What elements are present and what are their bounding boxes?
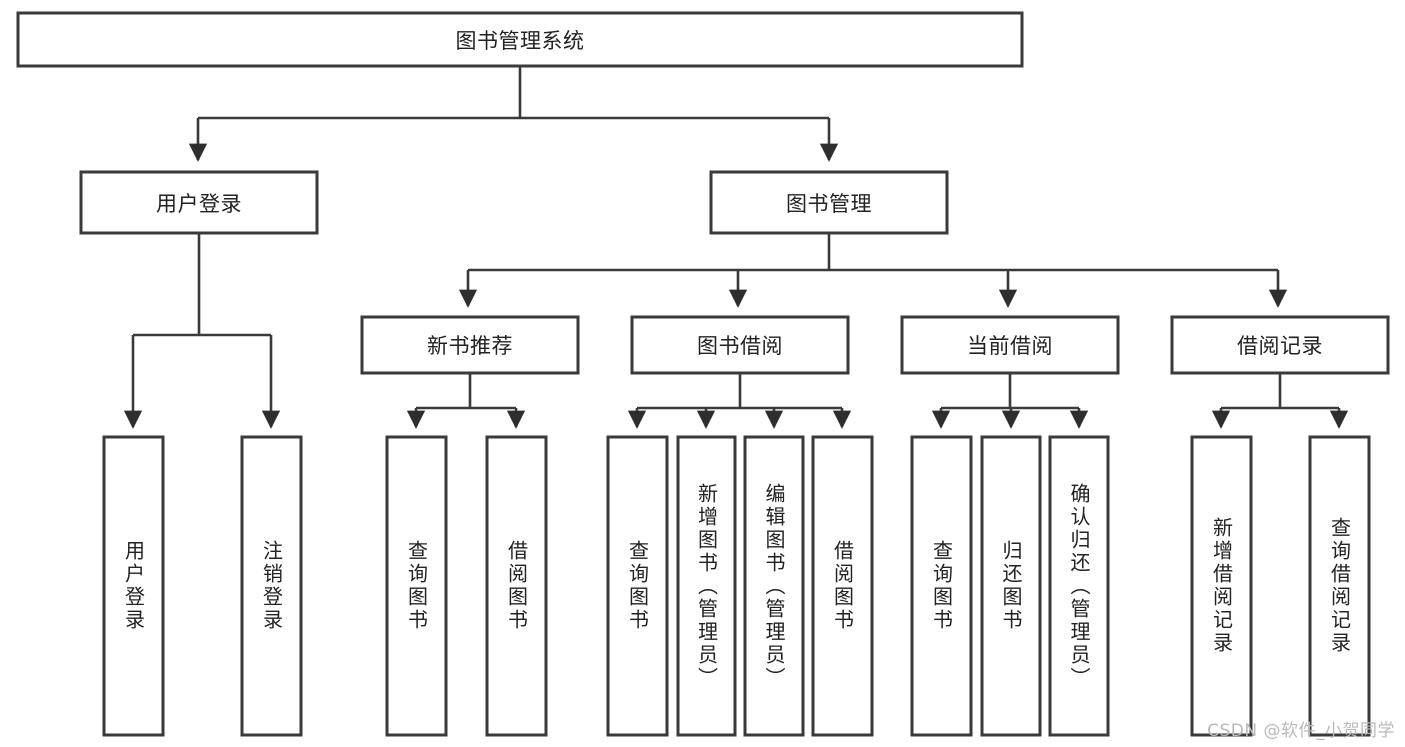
connector-root-to-level2 bbox=[188, 66, 839, 162]
node-box-leaf-query-book-2[interactable] bbox=[606, 435, 669, 737]
connector-book-manage-to-level3 bbox=[458, 233, 1288, 308]
csdn-watermark: CSDN @软件_小贺同学 bbox=[1207, 721, 1395, 741]
node-box-leaf-add-book[interactable] bbox=[676, 435, 737, 737]
node-box-leaf-borrow-book-1[interactable] bbox=[485, 435, 548, 737]
node-box-leaf-query-book-3[interactable] bbox=[910, 435, 973, 737]
node-box-leaf-add-record[interactable] bbox=[1190, 435, 1253, 737]
node-box-leaf-user-login[interactable] bbox=[102, 435, 165, 737]
node-box-root[interactable] bbox=[16, 11, 1024, 68]
node-box-leaf-borrow-book-2[interactable] bbox=[811, 435, 874, 737]
connector-new-book-rec-to-leaves bbox=[406, 373, 526, 429]
connector-current-borrow-to-leaves bbox=[931, 373, 1089, 429]
node-box-leaf-return-book[interactable] bbox=[980, 435, 1042, 737]
connector-book-borrow-to-leaves bbox=[627, 373, 852, 429]
node-box-borrow-record[interactable] bbox=[1170, 315, 1390, 375]
node-box-leaf-confirm-return[interactable] bbox=[1048, 435, 1110, 737]
node-box-book-borrow[interactable] bbox=[630, 315, 850, 375]
node-box-leaf-logout[interactable] bbox=[240, 435, 303, 737]
node-box-new-book-rec[interactable] bbox=[360, 315, 580, 375]
node-box-layer bbox=[16, 11, 1390, 737]
node-box-leaf-query-book-1[interactable] bbox=[385, 435, 448, 737]
node-box-leaf-edit-book[interactable] bbox=[743, 435, 805, 737]
connector-borrow-record-to-leaves bbox=[1211, 373, 1349, 429]
node-box-book-manage[interactable] bbox=[709, 170, 949, 235]
node-box-user-login[interactable] bbox=[79, 170, 319, 235]
node-box-leaf-query-record[interactable] bbox=[1308, 435, 1371, 737]
connector-user-login-to-leaves bbox=[123, 233, 281, 429]
node-box-current-borrow[interactable] bbox=[900, 315, 1120, 375]
